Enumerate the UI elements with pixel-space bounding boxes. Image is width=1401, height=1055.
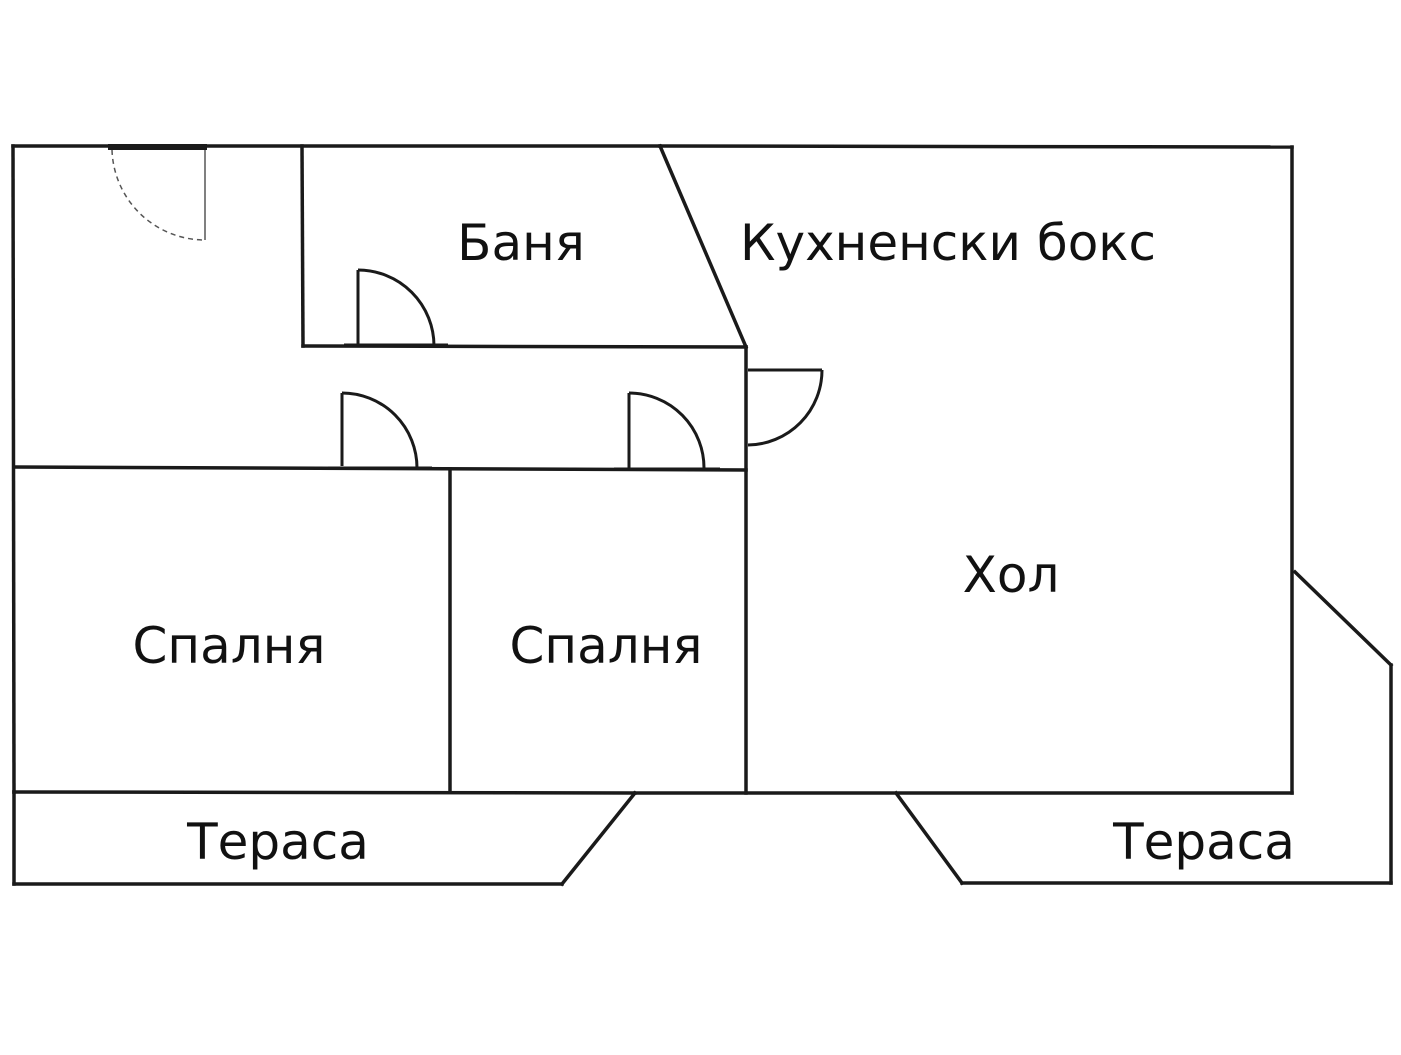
room-label-bathroom: Баня <box>457 214 585 272</box>
wall-top-right <box>658 144 1294 149</box>
bathroom-wall-left <box>300 144 305 348</box>
room-label-terrace-2: Тераса <box>1112 813 1295 871</box>
living-door <box>747 368 824 447</box>
bedroom-2-door-swing <box>628 391 706 470</box>
bedroom-1-door-swing <box>341 391 419 469</box>
terrace-right-outline <box>893 569 1394 886</box>
wall-left <box>11 144 16 794</box>
entry-door-swing <box>111 149 206 241</box>
terrace-left-outline <box>12 790 638 887</box>
room-label-kitchen: Кухненски бокс <box>740 214 1156 272</box>
terrace-right-diagonal-top <box>1292 569 1394 668</box>
bedroom-1-door <box>328 391 432 470</box>
room-label-living: Хол <box>963 546 1060 604</box>
room-label-bedroom-1: Спалня <box>133 617 326 675</box>
wall-bottom-left <box>12 790 637 795</box>
room-label-bedroom-2: Спалня <box>510 617 703 675</box>
entry-door <box>108 144 207 241</box>
bathroom-door-swing <box>357 268 436 347</box>
bathroom-wall-diagonal <box>657 143 749 350</box>
bathroom-door <box>344 268 448 347</box>
bedroom-2-door <box>614 391 720 471</box>
living-door-swing <box>747 369 824 447</box>
terrace-right-diagonal-bottom <box>893 790 965 886</box>
terrace-left-diagonal <box>559 790 638 887</box>
interior-walls <box>12 345 748 795</box>
room-label-terrace-1: Тераса <box>186 813 369 871</box>
